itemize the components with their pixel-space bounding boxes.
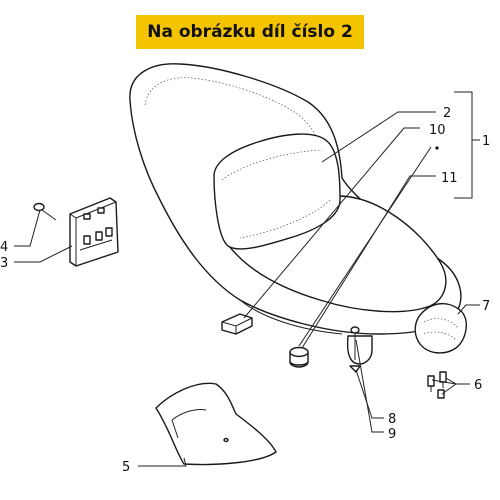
callout-11: 11 (441, 171, 458, 186)
callout-3: 3 (0, 256, 8, 271)
plate-screw (33, 202, 57, 221)
leader-lines (14, 91, 480, 467)
rubber-block (221, 313, 253, 335)
callout-7: 7 (482, 299, 490, 314)
callout-9: 9 (388, 427, 396, 442)
storage-tray (155, 382, 277, 466)
callout-10: 10 (429, 123, 446, 138)
callout-2: 2 (443, 106, 451, 121)
bumper (289, 346, 309, 368)
callout-8: 8 (388, 412, 396, 427)
part-number-banner: Na obrázku díl číslo 2 (136, 15, 364, 49)
rear-hinge (414, 303, 467, 354)
mounting-plate (69, 197, 119, 267)
callout-1: 1 (482, 134, 490, 149)
callout-6: 6 (474, 378, 482, 393)
seat-assembly (129, 63, 462, 365)
callout-5: 5 (122, 460, 130, 475)
callout-4: 4 (0, 240, 8, 255)
screws (427, 371, 447, 399)
seat-backrest (213, 133, 341, 250)
latch-pin (349, 326, 361, 373)
